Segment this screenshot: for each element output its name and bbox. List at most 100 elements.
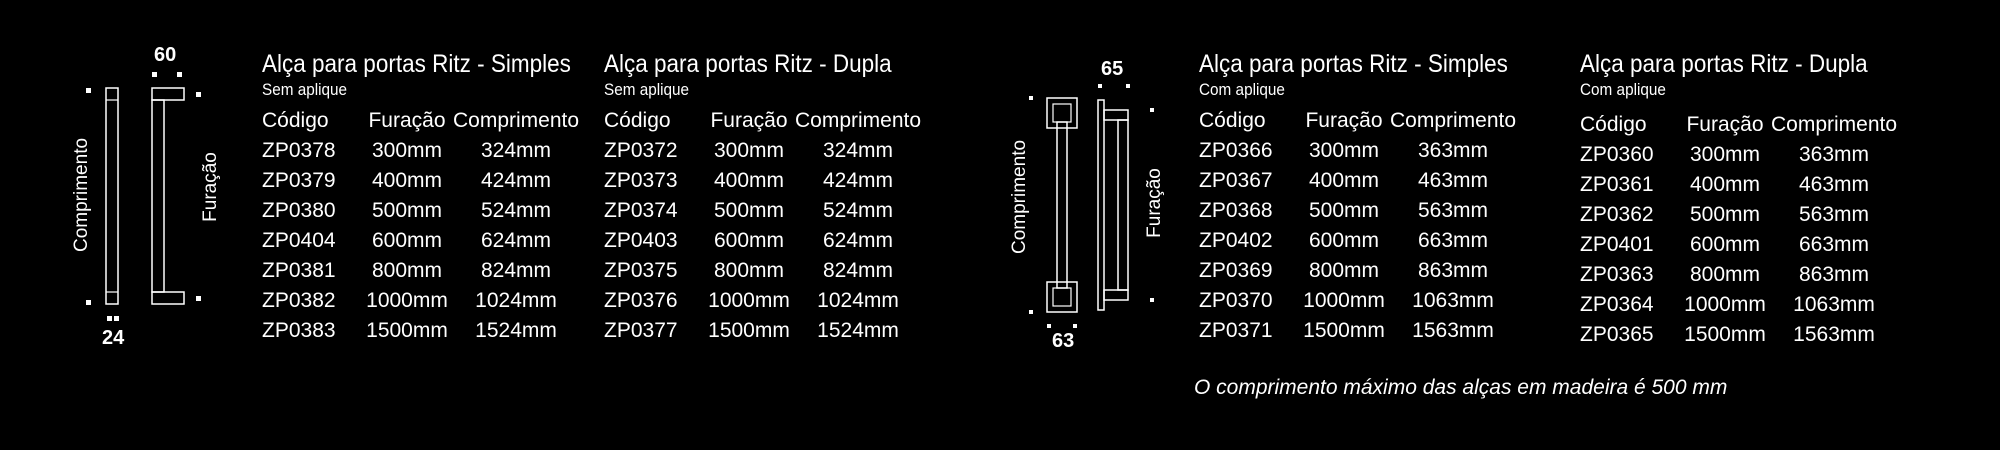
spec-table: Código Furação Comprimento ZP0366 300mm 36… [1199, 106, 1516, 346]
cell-codigo: ZP0365 [1580, 323, 1654, 346]
cell-comprimento: 663mm [1799, 233, 1870, 256]
cell-furacao: 600mm [1689, 233, 1761, 256]
cell-comprimento: 624mm [481, 229, 552, 252]
cell-codigo: ZP0377 [604, 319, 678, 342]
wood-length-note: O comprimento máximo das alças em madeir… [1194, 376, 1728, 399]
table-subtitle: Sem aplique [262, 80, 348, 99]
cell-comprimento: 524mm [823, 199, 894, 222]
left-top-dimension: 60 [154, 44, 177, 66]
cell-comprimento: 424mm [823, 169, 894, 192]
cell-codigo: ZP0360 [1580, 143, 1654, 166]
cell-codigo: ZP0375 [604, 259, 678, 282]
cell-comprimento: 1524mm [817, 319, 899, 342]
cell-codigo: ZP0378 [262, 139, 336, 162]
header-comprimento: Comprimento [453, 109, 580, 132]
cell-furacao: 500mm [713, 199, 785, 222]
header-codigo: Código [262, 109, 329, 132]
cell-codigo: ZP0383 [262, 319, 336, 342]
cell-codigo: ZP0403 [604, 229, 678, 252]
cell-comprimento: 1563mm [1412, 319, 1494, 342]
cell-codigo: ZP0376 [604, 289, 678, 312]
table-row: ZP0381 800mm 824mm [262, 256, 579, 286]
cell-comprimento: 1563mm [1793, 323, 1875, 346]
cell-furacao: 600mm [1308, 229, 1380, 252]
cell-codigo: ZP0362 [1580, 203, 1654, 226]
cell-comprimento: 863mm [1418, 259, 1489, 282]
cell-codigo: ZP0370 [1199, 289, 1273, 312]
left-bottom-dimension: 24 [102, 327, 125, 349]
header-furacao: Furação [1686, 113, 1764, 136]
right-handle-drawing [1029, 84, 1154, 328]
cell-comprimento: 463mm [1418, 169, 1489, 192]
cell-comprimento: 624mm [823, 229, 894, 252]
cell-furacao: 800mm [371, 259, 443, 282]
cell-furacao: 300mm [1308, 139, 1380, 162]
header-furacao: Furação [710, 109, 788, 132]
table-title: Alça para portas Ritz - Dupla [604, 50, 892, 78]
cell-codigo: ZP0368 [1199, 199, 1273, 222]
cell-codigo: ZP0361 [1580, 173, 1654, 196]
cell-furacao: 1000mm [366, 289, 448, 312]
cell-furacao: 1500mm [1684, 323, 1766, 346]
table-title: Alça para portas Ritz - Simples [262, 50, 571, 78]
cell-comprimento: 524mm [481, 199, 552, 222]
cell-furacao: 500mm [371, 199, 443, 222]
right-bottom-dimension: 63 [1052, 330, 1075, 352]
right-top-dimension: 65 [1101, 58, 1124, 80]
cell-furacao: 500mm [1689, 203, 1761, 226]
table-row: ZP0374 500mm 524mm [604, 196, 921, 226]
right-hole-label: Furação [1144, 168, 1165, 238]
cell-comprimento: 563mm [1418, 199, 1489, 222]
cell-codigo: ZP0363 [1580, 263, 1654, 286]
cell-furacao: 400mm [371, 169, 443, 192]
cell-comprimento: 563mm [1799, 203, 1870, 226]
cell-furacao: 1000mm [1303, 289, 1385, 312]
cell-codigo: ZP0374 [604, 199, 678, 222]
cell-comprimento: 363mm [1418, 139, 1489, 162]
cell-furacao: 1500mm [708, 319, 790, 342]
cell-furacao: 400mm [1689, 173, 1761, 196]
table-header-row: Código Furação Comprimento [1580, 110, 1897, 140]
cell-codigo: ZP0369 [1199, 259, 1273, 282]
cell-furacao: 500mm [1308, 199, 1380, 222]
cell-furacao: 300mm [713, 139, 785, 162]
header-comprimento: Comprimento [1390, 109, 1517, 132]
table-header-row: Código Furação Comprimento [1199, 106, 1516, 136]
cell-comprimento: 463mm [1799, 173, 1870, 196]
cell-codigo: ZP0382 [262, 289, 336, 312]
cell-comprimento: 824mm [481, 259, 552, 282]
table-row: ZP0366 300mm 363mm [1199, 136, 1516, 166]
table-dupla-sem-aplique: Alça para portas Ritz - Dupla Sem apliqu… [604, 50, 924, 346]
table-header-row: Código Furação Comprimento [604, 106, 921, 136]
cell-comprimento: 324mm [481, 139, 552, 162]
table-header-row: Código Furação Comprimento [262, 106, 579, 136]
table-title: Alça para portas Ritz - Dupla [1580, 50, 1868, 78]
right-length-label: Comprimento [1009, 139, 1030, 254]
cell-comprimento: 1524mm [475, 319, 557, 342]
cell-furacao: 800mm [1308, 259, 1380, 282]
cell-codigo: ZP0381 [262, 259, 336, 282]
table-subtitle: Com aplique [1199, 80, 1285, 99]
cell-furacao: 800mm [713, 259, 785, 282]
cell-codigo: ZP0366 [1199, 139, 1273, 162]
cell-codigo: ZP0371 [1199, 319, 1273, 342]
table-row: ZP0361 400mm 463mm [1580, 170, 1897, 200]
cell-furacao: 800mm [1689, 263, 1761, 286]
header-codigo: Código [1199, 109, 1266, 132]
